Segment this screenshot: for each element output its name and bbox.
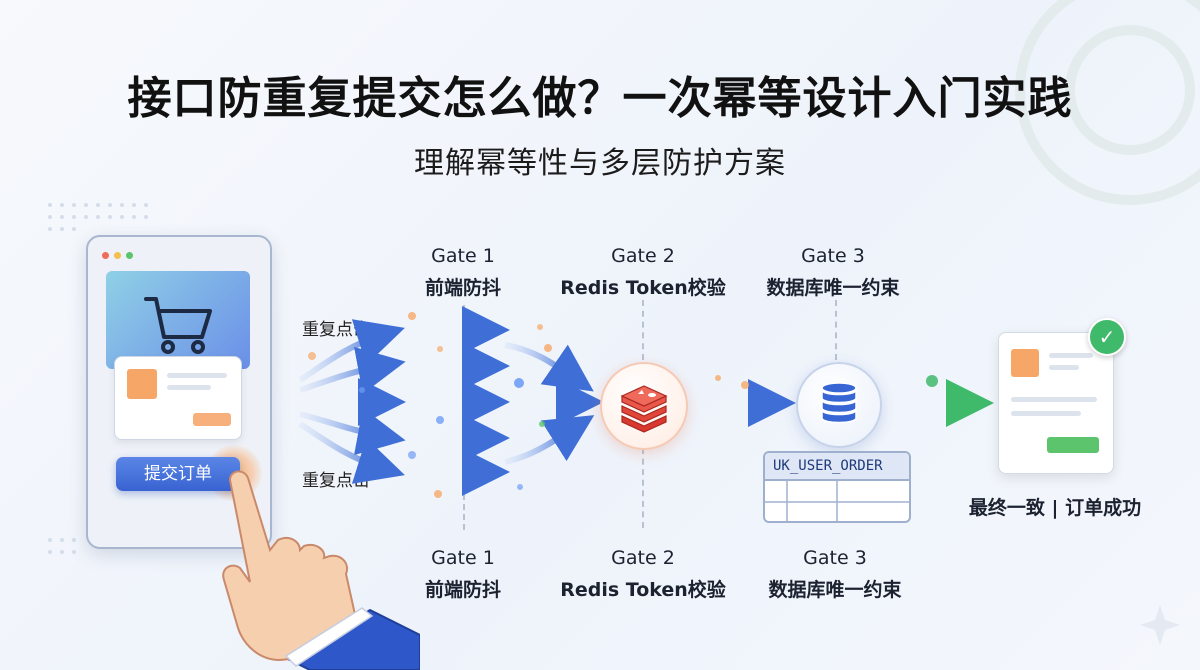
gate-2-divider-lower xyxy=(642,448,644,528)
dot-grid-left xyxy=(48,203,148,554)
gate-desc: 前端防抖 xyxy=(424,277,501,299)
order-card xyxy=(114,356,242,440)
fan-arrow xyxy=(298,319,405,383)
text-line xyxy=(167,385,211,390)
merge-arrow xyxy=(504,342,594,392)
unique-key-table: UK_USER_ORDER xyxy=(763,451,911,523)
window-dot-yellow xyxy=(114,252,121,259)
redis-logo-icon xyxy=(620,385,668,433)
product-thumbnail xyxy=(1011,349,1039,377)
gate-name: Gate 3 xyxy=(801,245,865,267)
table-header: UK_USER_ORDER xyxy=(765,453,909,481)
gate-desc: 前端防抖 xyxy=(424,579,501,601)
page-title: 接口防重复提交怎么做？一次幂等设计入门实践 xyxy=(127,73,1073,124)
gate-name: Gate 2 xyxy=(611,245,675,267)
gate-desc: Redis Token校验 xyxy=(560,579,726,601)
gate-1-bottom-label: Gate 1 前端防抖 xyxy=(353,542,573,606)
table-grid xyxy=(765,481,909,521)
text-line xyxy=(167,373,227,378)
redis-token-node xyxy=(600,362,688,450)
text-line xyxy=(1011,411,1081,416)
sparkle-icon xyxy=(1140,605,1180,645)
gate-desc: 数据库唯一约束 xyxy=(768,579,902,601)
product-banner xyxy=(106,271,250,369)
gate-desc: Redis Token校验 xyxy=(560,277,726,299)
text-line xyxy=(1049,365,1079,370)
submit-order-button[interactable]: 提交订单 xyxy=(116,457,240,491)
gate-name: Gate 1 xyxy=(431,245,495,267)
success-bar xyxy=(1047,437,1099,453)
text-line xyxy=(1011,397,1097,402)
merge-arrow xyxy=(504,415,595,465)
page-subtitle: 理解幂等性与多层防护方案 xyxy=(414,146,786,181)
shopping-cart-icon xyxy=(144,297,212,354)
request-particles xyxy=(308,312,938,498)
database-node xyxy=(796,362,882,448)
gate-name: Gate 1 xyxy=(431,547,495,569)
gate-2-divider xyxy=(642,300,644,360)
final-result-label: 最终一致 | 订单成功 xyxy=(968,497,1142,519)
gate-1-top-label: Gate 1 前端防抖 xyxy=(353,240,573,304)
order-success-receipt xyxy=(998,332,1114,474)
product-thumbnail xyxy=(127,369,157,399)
pointing-hand-icon xyxy=(222,470,420,670)
gate-desc: 数据库唯一约束 xyxy=(766,277,900,299)
fan-arrow xyxy=(299,407,406,456)
corner-rings xyxy=(1015,0,1200,205)
gate-name: Gate 3 xyxy=(803,547,867,569)
gate-name: Gate 2 xyxy=(611,547,675,569)
database-icon xyxy=(821,382,857,424)
fan-arrow xyxy=(299,346,406,395)
window-dot-green xyxy=(126,252,133,259)
gate-2-top-label: Gate 2 Redis Token校验 xyxy=(533,240,753,304)
fan-arrow xyxy=(298,421,405,484)
gate-2-bottom-label: Gate 2 Redis Token校验 xyxy=(533,542,753,606)
text-line xyxy=(1049,353,1093,358)
price-tag xyxy=(193,413,231,426)
checkmark-icon: ✓ xyxy=(1088,318,1126,356)
gate-3-divider xyxy=(835,300,837,360)
gate-3-bottom-label: Gate 3 数据库唯一约束 xyxy=(725,542,945,606)
window-dot-red xyxy=(102,252,109,259)
gate-3-top-label: Gate 3 数据库唯一约束 xyxy=(723,240,943,304)
